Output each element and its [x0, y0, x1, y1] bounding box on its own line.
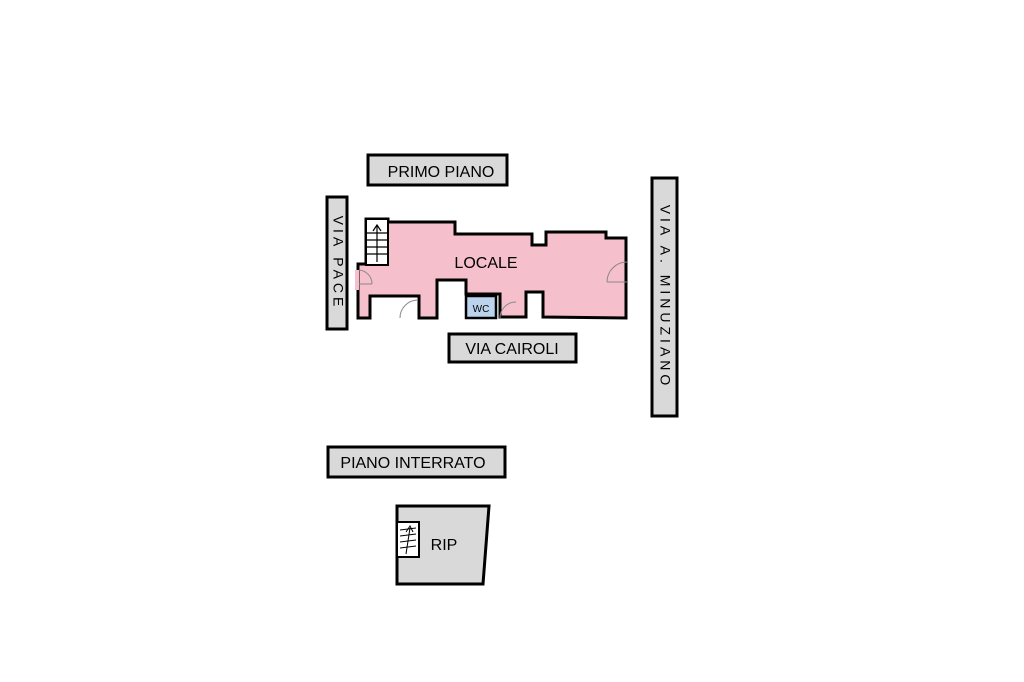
via-cairoli-label: VIA CAIROLI — [447, 332, 578, 364]
via-cairoli-text: VIA CAIROLI — [465, 341, 558, 358]
via-pace-label: VIA PACE — [325, 195, 349, 331]
piano-interrato-text: PIANO INTERRATO — [340, 455, 485, 472]
via-minuziano-text: VIA A. MINUZIANO — [657, 205, 673, 390]
locale-room — [355, 217, 628, 320]
rip-text: RIP — [431, 537, 458, 554]
via-minuziano-label: VIA A. MINUZIANO — [650, 176, 679, 418]
door-swing-left — [358, 269, 373, 285]
staircase-icon — [365, 218, 389, 266]
basement-staircase-icon — [396, 521, 420, 558]
locale-text: LOCALE — [454, 255, 517, 272]
primo-piano-text: PRIMO PIANO — [388, 164, 495, 181]
primo-piano-label: PRIMO PIANO — [366, 153, 509, 187]
wc-text: WC — [473, 304, 490, 315]
wc-room: WC — [464, 294, 498, 320]
piano-interrato-label: PIANO INTERRATO — [326, 445, 507, 479]
via-pace-text: VIA PACE — [330, 216, 346, 311]
door-swing-wc — [499, 301, 517, 319]
door-swing-bottom — [399, 299, 419, 319]
door-swing-right — [606, 261, 628, 283]
